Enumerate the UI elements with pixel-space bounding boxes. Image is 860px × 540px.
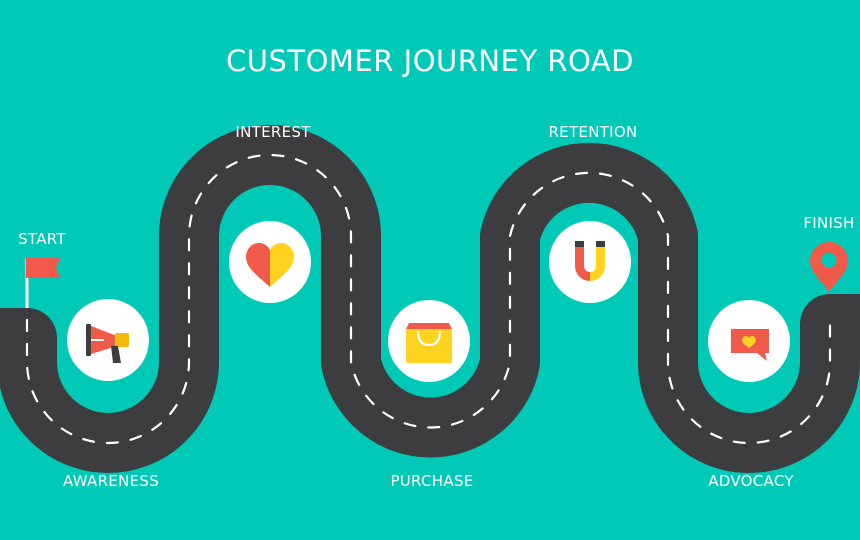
stage-label-purchase: PURCHASE (390, 472, 474, 490)
road-center-dashes (25, 153, 832, 445)
shopping-bag-icon (406, 323, 452, 363)
page-title: CUSTOMER JOURNEY ROAD (226, 44, 634, 78)
advocacy-icon-circle (708, 300, 790, 382)
speech-bubble-heart-icon (731, 329, 769, 361)
map-pin-icon (810, 242, 848, 292)
stage-label-interest: INTEREST (235, 123, 311, 141)
stage-label-awareness: AWARENESS (62, 472, 160, 490)
awareness-icon-circle (67, 299, 149, 381)
stage-label-start: START (18, 230, 66, 248)
megaphone-icon (86, 324, 129, 363)
purchase-icon-circle (388, 300, 470, 382)
retention-icon-circle (549, 221, 631, 303)
flag-icon (25, 258, 60, 308)
magnet-icon (575, 241, 605, 281)
interest-icon-circle (229, 221, 311, 303)
road (0, 125, 860, 473)
stage-label-retention: RETENTION (548, 123, 638, 141)
stage-label-advocacy: ADVOCACY (708, 472, 794, 490)
stage-label-finish: FINISH (803, 214, 855, 232)
heart-icon (246, 243, 294, 287)
